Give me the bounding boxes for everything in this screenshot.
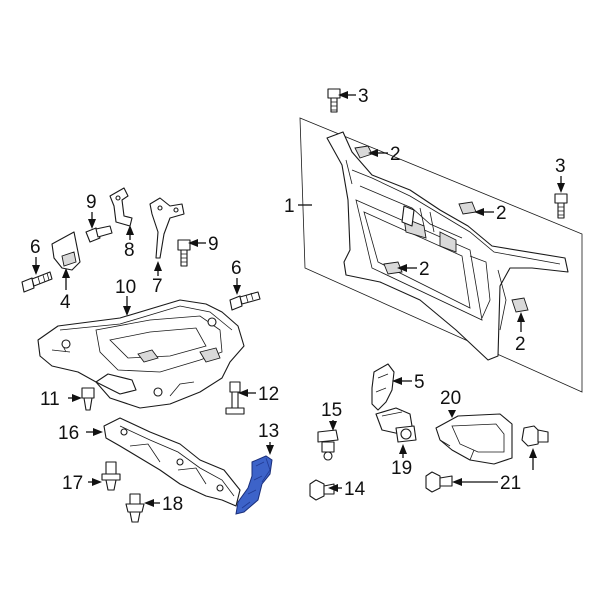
clip-nut-group: [354, 145, 529, 313]
callout-8: 8: [124, 240, 135, 261]
sensor-19: [375, 407, 417, 443]
callout-2: 2: [496, 203, 507, 224]
callout-10: 10: [115, 277, 136, 298]
callout-9: 9: [208, 234, 219, 255]
callout-labels: 1 2 2 2 2 3 3 4 5 6 6 7 8 9 9 10 11 12 1…: [30, 86, 566, 515]
callout-1: 1: [284, 196, 295, 217]
clip-nut: [458, 201, 477, 215]
callout-19: 19: [391, 458, 412, 479]
screw-21-group: [425, 425, 549, 493]
callout-20: 20: [440, 388, 461, 409]
clip-18: [125, 493, 145, 523]
callout-4: 4: [60, 292, 71, 313]
leader-lines: [32, 91, 565, 507]
callout-9: 9: [86, 192, 97, 213]
bracket-7: [149, 197, 185, 259]
bolt-group-6: [21, 271, 261, 311]
callout-5: 5: [414, 372, 425, 393]
pin-14: [309, 479, 335, 501]
clip-15: [317, 429, 339, 461]
deflector-13-highlighted: [235, 455, 273, 515]
callout-2: 2: [515, 334, 526, 355]
callout-2: 2: [390, 144, 401, 165]
bracket-5: [371, 363, 395, 411]
housing-20: [435, 413, 513, 465]
bolt-12: [225, 381, 245, 415]
splash-shield-16: [103, 417, 241, 507]
callout-14: 14: [344, 479, 366, 500]
radiator-support-assembly: [299, 117, 583, 393]
clip-17: [101, 461, 121, 491]
callout-16: 16: [58, 423, 79, 444]
callout-7: 7: [152, 276, 163, 297]
callout-6: 6: [231, 258, 242, 279]
callout-13: 13: [258, 421, 279, 442]
callout-21: 21: [500, 473, 521, 494]
engine-under-cover: [37, 299, 245, 409]
callout-3: 3: [358, 86, 369, 107]
clip-nut: [511, 297, 529, 313]
bracket-8: [109, 187, 133, 227]
callout-12: 12: [258, 384, 279, 405]
callout-6: 6: [30, 237, 41, 258]
callout-11: 11: [40, 389, 60, 410]
clip-nut: [383, 261, 403, 275]
bracket-4: [51, 231, 81, 271]
callout-2: 2: [419, 259, 430, 280]
bolt: [327, 88, 341, 99]
callout-17: 17: [62, 473, 83, 494]
callout-18: 18: [162, 494, 183, 515]
radiator-support-group-frame: [299, 117, 583, 393]
clip-11: [81, 387, 95, 411]
callout-15: 15: [321, 400, 342, 421]
bolt-group-3: [327, 88, 568, 219]
bolt: [554, 193, 568, 204]
clip-nut: [354, 145, 373, 159]
callout-3: 3: [555, 156, 566, 177]
highlighted-part-13: [235, 455, 273, 515]
bolt-group-9: [85, 225, 191, 267]
